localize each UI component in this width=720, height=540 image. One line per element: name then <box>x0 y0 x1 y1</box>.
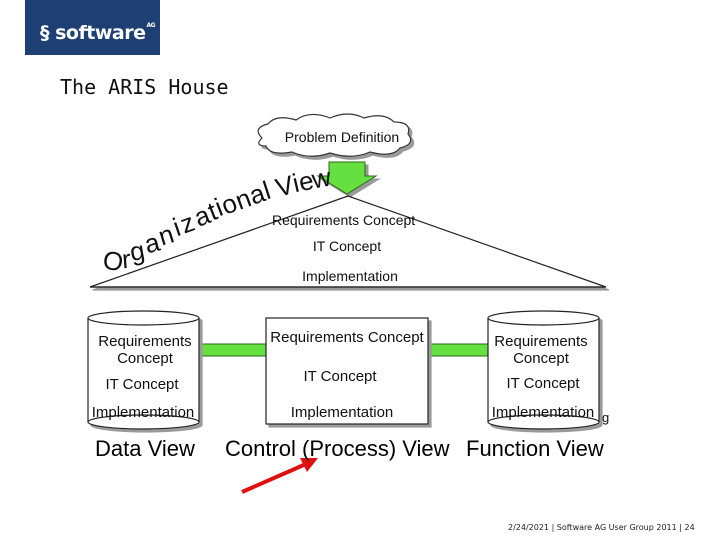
function-view-stray-char: g <box>602 410 610 425</box>
down-arrow-icon <box>316 161 378 195</box>
data-view-caption: Data View <box>95 436 195 461</box>
data-view-it-concept: IT Concept <box>105 376 179 393</box>
software-ag-logo: § softwareAG <box>25 0 160 55</box>
data-view-cylinder <box>87 310 200 430</box>
slide-footer: 2/24/2021 | Software AG User Group 2011 … <box>508 523 695 532</box>
control-view-caption: Control (Process) View <box>225 436 450 461</box>
data-view-requirements-concept: Requirements Concept <box>98 333 192 367</box>
slide-title: The ARIS House <box>60 75 229 99</box>
control-view-box <box>265 317 429 425</box>
problem-definition-label: Problem Definition <box>284 129 400 145</box>
function-view-it-concept: IT Concept <box>506 375 580 392</box>
logo-superscript: AG <box>146 22 156 29</box>
logo-text: § softwareAG <box>40 22 156 44</box>
logo-s-mark-icon: § <box>40 22 50 44</box>
function-view-caption: Function View <box>466 436 604 461</box>
function-view-cylinder <box>487 310 600 430</box>
control-view-requirements-concept: Requirements Concept <box>270 329 424 346</box>
control-view-it-concept: IT Concept <box>303 368 377 385</box>
function-view-requirements-concept: Requirements Concept <box>494 333 588 367</box>
data-view-implementation: Implementation <box>91 404 195 421</box>
problem-definition-cloud <box>257 113 412 157</box>
function-view-implementation: Implementation <box>491 404 595 421</box>
roof-it-concept: IT Concept <box>312 238 382 254</box>
control-view-implementation: Implementation <box>290 404 394 421</box>
logo-wordmark: software <box>55 22 146 44</box>
red-pointer-arrow-icon <box>241 458 318 494</box>
roof-implementation: Implementation <box>302 268 398 284</box>
roof-requirements-concept: Requirements Concept <box>272 212 416 228</box>
